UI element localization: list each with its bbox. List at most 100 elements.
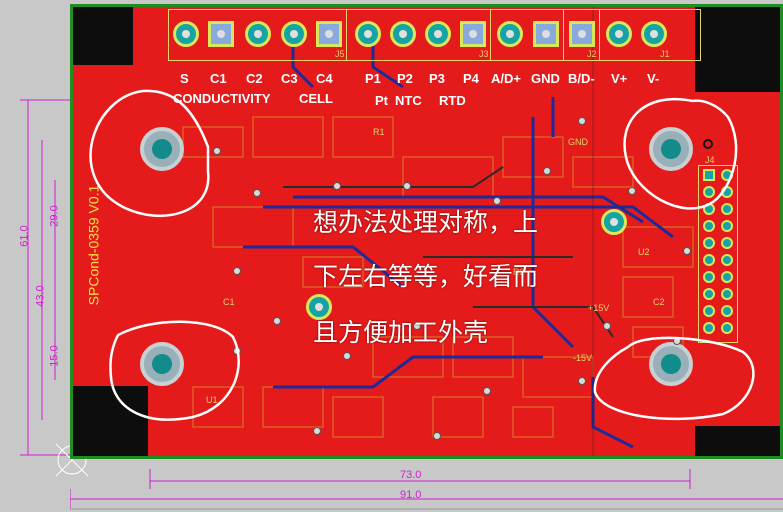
j4-pin [703, 288, 715, 300]
connector-divider-4 [599, 9, 600, 61]
j4-pin [703, 271, 715, 283]
annotation-circles [89, 89, 755, 421]
mounting-hole-bottom-right[interactable] [649, 342, 693, 386]
via [333, 182, 341, 190]
j4-pin [703, 237, 715, 249]
connector-divider-2 [490, 9, 491, 61]
mounting-hole-top-left[interactable] [140, 127, 184, 171]
j4-pin [703, 186, 715, 198]
group-label-pt: Pt [375, 93, 388, 108]
via [433, 432, 441, 440]
pad-p2[interactable] [390, 21, 416, 47]
pad-c4[interactable] [316, 21, 342, 47]
pad-c1[interactable] [208, 21, 234, 47]
pin-label-v-plus: V+ [611, 71, 628, 86]
corner-cutout-bottom-right [695, 426, 780, 456]
group-label-ntc: NTC [395, 93, 422, 108]
pin-label-bd-minus: B/D- [568, 71, 595, 86]
bottom-dimension-lines: 73.0 91.0 [70, 459, 783, 512]
pad-p4[interactable] [460, 21, 486, 47]
pin-label-c4: C4 [316, 71, 333, 86]
pad-p1[interactable] [355, 21, 381, 47]
pin-label-c3: C3 [281, 71, 298, 86]
silk-u1: U1 [206, 395, 218, 405]
group-label-rtd: RTD [439, 93, 466, 108]
pcb-traces [182, 7, 694, 456]
via [603, 322, 611, 330]
pad-c2[interactable] [245, 21, 271, 47]
via [578, 117, 586, 125]
connector-ref-j3: J3 [479, 49, 489, 59]
via [233, 267, 241, 275]
test-point-center-right[interactable] [601, 209, 627, 235]
via [343, 352, 351, 360]
silk-minus-15v: -15V [573, 353, 593, 363]
pad-ad-plus[interactable] [497, 21, 523, 47]
corner-cutout-bottom-left [73, 386, 148, 456]
j4-pin [703, 220, 715, 232]
via [273, 317, 281, 325]
j4-pin [703, 322, 715, 334]
pad-bd-minus[interactable] [569, 21, 595, 47]
via [213, 147, 221, 155]
connector-ref-j5: J5 [335, 49, 345, 59]
j4-pin [721, 254, 733, 266]
j4-pin [703, 305, 715, 317]
pin-label-gnd: GND [531, 71, 560, 86]
pad-gnd[interactable] [533, 21, 559, 47]
connector-header-outline [168, 9, 701, 61]
via [628, 187, 636, 195]
silk-c2: C2 [653, 297, 665, 307]
j4-pin [721, 271, 733, 283]
left-dimension-lines: 61.0 43.0 29.0 15.0 [0, 0, 89, 512]
pin-label-p3: P3 [429, 71, 445, 86]
dim-left-outer: 61.0 [18, 225, 31, 247]
connector-divider-1 [346, 9, 347, 61]
pin-label-c2: C2 [246, 71, 263, 86]
dim-bottom-inner: 73.0 [400, 469, 422, 481]
dim-left-inner: 43.0 [34, 285, 47, 307]
annotation-line-2: 下左右等等，好看而 [313, 262, 539, 291]
j4-pin [721, 237, 733, 249]
j4-pin [721, 288, 733, 300]
j4-pin [721, 203, 733, 215]
pad-s[interactable] [173, 21, 199, 47]
pin-label-v-minus: V- [647, 71, 660, 86]
via [543, 167, 551, 175]
group-label-cell: CELL [299, 91, 333, 106]
via [493, 197, 501, 205]
pin-label-p1: P1 [365, 71, 381, 86]
pad-v-minus[interactable] [641, 21, 667, 47]
j4-pin [703, 169, 715, 181]
silk-plus-15v: +15V [588, 303, 610, 313]
pin-label-c1: C1 [210, 71, 227, 86]
pcb-board[interactable]: J5 J3 J2 J1 J4 S C1 C2 C3 C4 P1 P2 P3 P4… [70, 4, 783, 459]
pad-p3[interactable] [425, 21, 451, 47]
via [413, 322, 421, 330]
j4-pin1-marker [703, 139, 713, 149]
pad-v-plus[interactable] [606, 21, 632, 47]
pin-label-p4: P4 [463, 71, 479, 86]
dim-left-mid: 29.0 [48, 205, 61, 227]
via [483, 387, 491, 395]
via [578, 377, 586, 385]
pad-c3[interactable] [281, 21, 307, 47]
silk-gnd: GND [568, 137, 588, 147]
via [403, 182, 411, 190]
via [253, 189, 261, 197]
silk-c1: C1 [223, 297, 235, 307]
connector-ref-j4: J4 [705, 155, 715, 165]
test-point-center-left[interactable] [306, 294, 332, 320]
silk-u2: U2 [638, 247, 650, 257]
pin-label-s: S [180, 71, 189, 86]
silk-r2: R2 [513, 267, 525, 277]
mounting-hole-top-right[interactable] [649, 127, 693, 171]
j4-pin [721, 220, 733, 232]
corner-cutout-top-left [73, 7, 133, 65]
silk-r1: R1 [373, 127, 385, 137]
annotation-line-1: 想办法处理对称，上 [313, 208, 539, 237]
connector-divider-3 [563, 9, 564, 61]
mounting-hole-bottom-left[interactable] [140, 342, 184, 386]
j4-pin [703, 254, 715, 266]
dim-left-small: 15.0 [48, 345, 61, 367]
